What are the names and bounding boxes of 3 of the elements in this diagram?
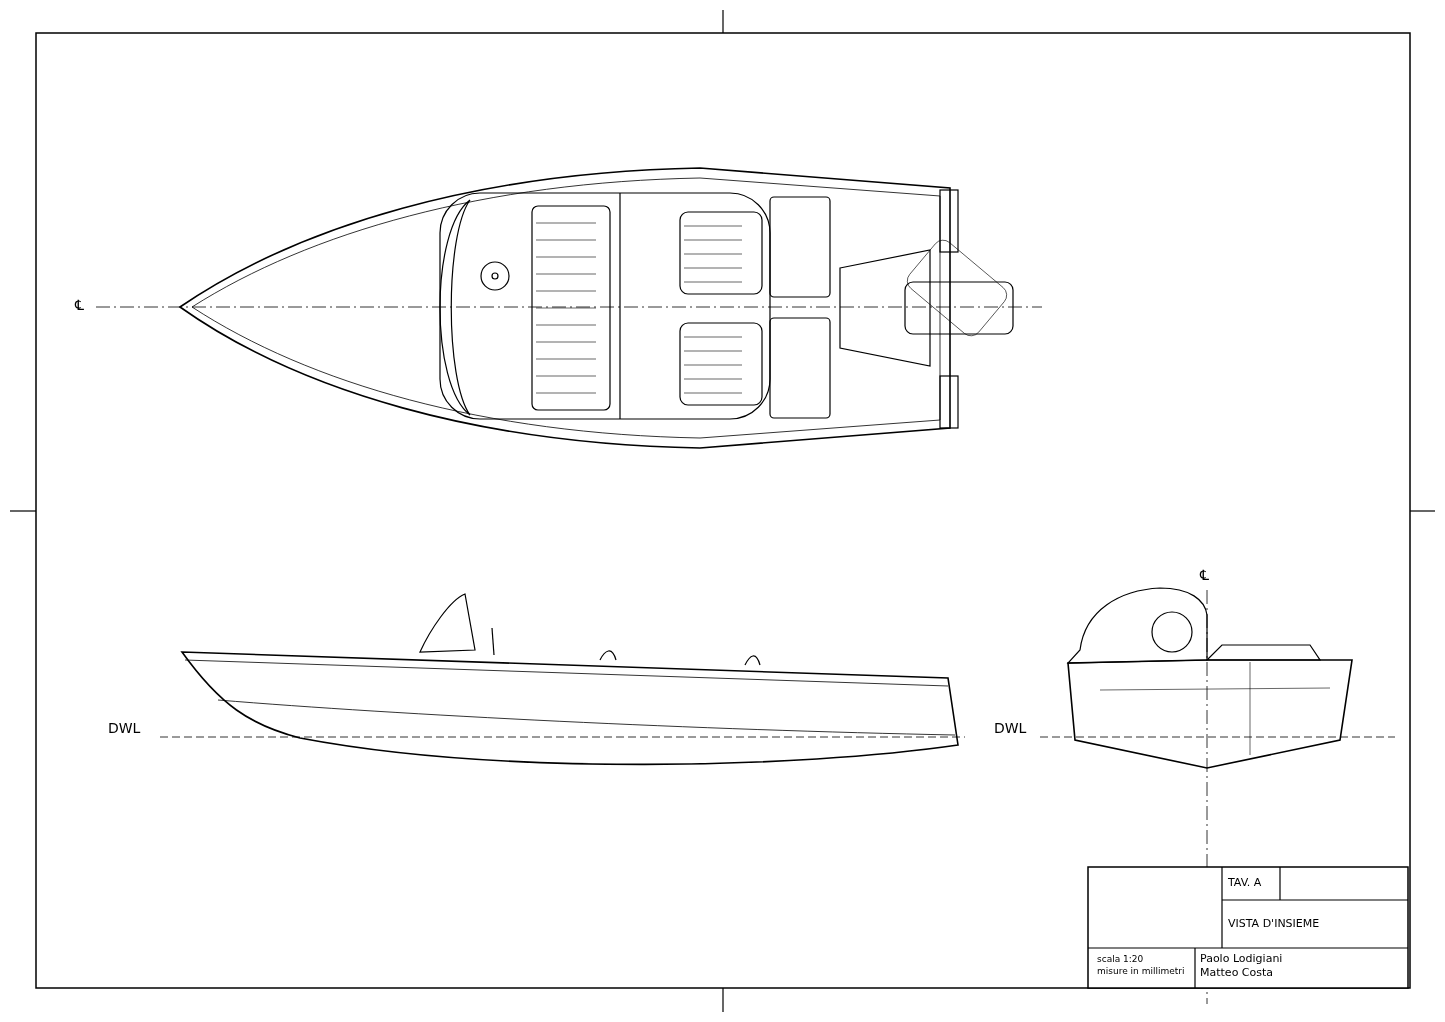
scale-note: scala 1:20 [1097,955,1144,965]
units-note: misure in millimetri [1097,967,1185,977]
designer-name: Paolo Lodigiani [1200,953,1283,966]
